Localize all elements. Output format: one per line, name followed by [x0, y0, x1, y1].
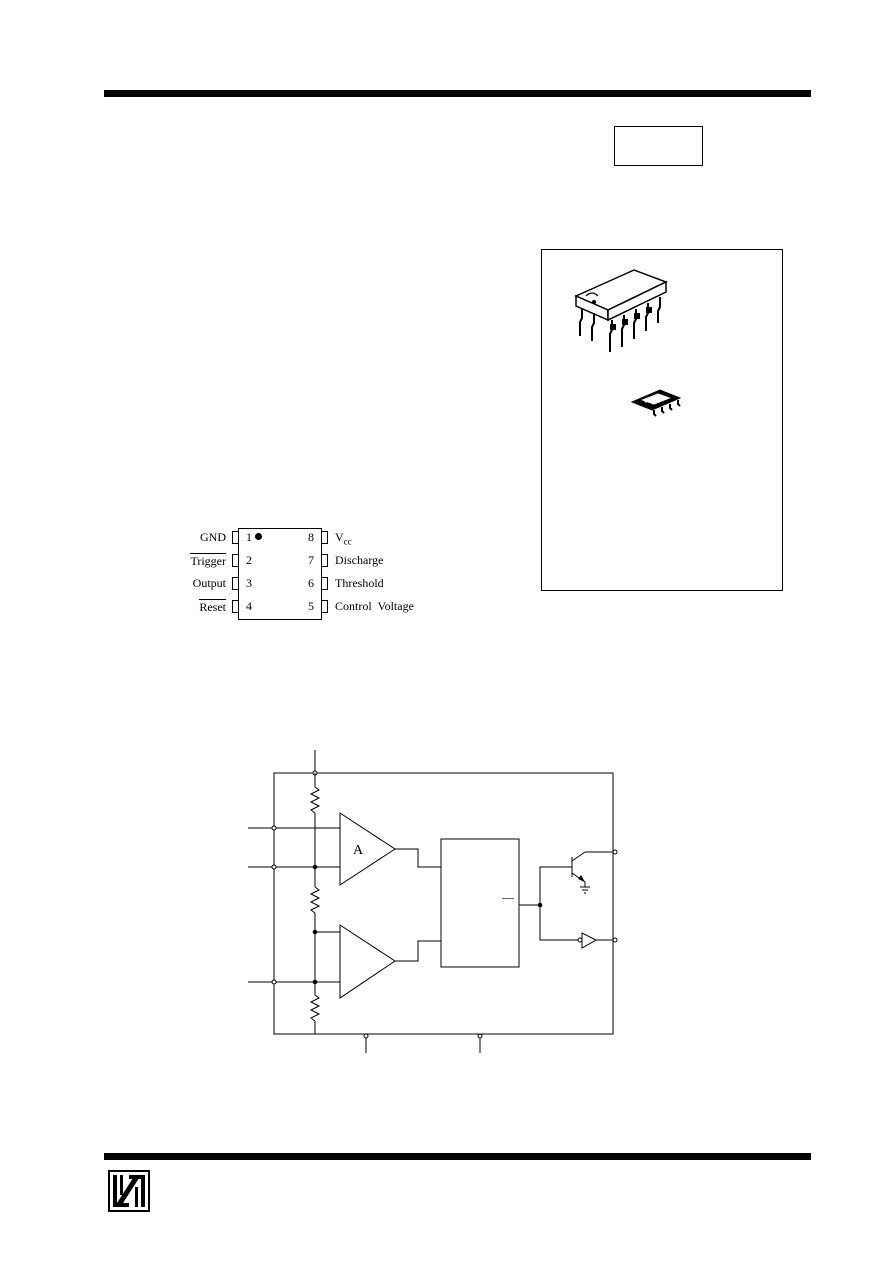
ic-body [238, 528, 322, 620]
pin-pad-1 [232, 531, 239, 544]
pin-label-discharge: Discharge [335, 553, 384, 567]
dip8-package-icon [574, 269, 668, 352]
pin-label-reset: Reset [199, 599, 226, 614]
discharge-emitter-arrow [578, 875, 585, 882]
pin-label-control-voltage: Control Voltage [335, 599, 414, 613]
pin-label-trigger: Trigger [190, 553, 226, 568]
pin-row-2: Trigger 2 [160, 553, 270, 569]
pin-number-3: 3 [246, 576, 252, 590]
soic8-package-icon [630, 389, 682, 417]
part-number-box [614, 126, 703, 166]
pin-number-8: 8 [308, 530, 314, 544]
comparator-b [339, 924, 396, 999]
pin-row-8: 8 Vcc [308, 530, 448, 546]
header-rule [104, 90, 811, 97]
pin-pad-2 [232, 554, 239, 567]
pin-label-gnd: GND [200, 530, 226, 544]
package-panel [541, 249, 783, 591]
resistor-top [309, 786, 321, 814]
pin-pad-7 [321, 554, 328, 567]
resistor-mid [309, 886, 321, 914]
pin-row-5: 5 Control Voltage [308, 599, 448, 615]
comparator-a [339, 812, 396, 886]
pin-row-3: Output 3 [160, 576, 270, 592]
pin-pad-4 [232, 600, 239, 613]
pin-number-5: 5 [308, 599, 314, 613]
pin-pad-8 [321, 531, 328, 544]
pin-row-4: Reset 4 [160, 599, 270, 615]
pin-number-6: 6 [308, 576, 314, 590]
pin-label-vcc-sub: cc [343, 536, 352, 547]
pin-label-output: Output [192, 576, 226, 590]
block-diagram: A — [248, 750, 618, 1053]
pin-row-6: 6 Threshold [308, 576, 448, 592]
footer-rule [104, 1153, 811, 1160]
pin-number-7: 7 [308, 553, 314, 567]
pin-label-threshold: Threshold [335, 576, 384, 590]
resistor-bottom [309, 994, 321, 1022]
pin-pad-3 [232, 577, 239, 590]
pin-row-1: GND 1 [160, 530, 270, 546]
pin-pad-6 [321, 577, 328, 590]
pin-label-vcc: Vcc [335, 530, 352, 548]
pin-pad-5 [321, 600, 328, 613]
flip-flop [440, 838, 520, 968]
comparator-a-label: A [353, 843, 364, 858]
chip-boundary [273, 772, 614, 1035]
pin-label-vcc-main: V [335, 530, 344, 544]
pinout-diagram: GND 1 Trigger 2 Output 3 Reset 4 8 Vcc [160, 520, 450, 630]
flipflop-qbar-label: — [501, 890, 515, 904]
company-logo-icon [108, 1170, 150, 1212]
pin-row-7: 7 Discharge [308, 553, 448, 569]
pin1-marker-icon [255, 533, 262, 540]
pin-number-2: 2 [246, 553, 252, 567]
pin-number-4: 4 [246, 599, 252, 613]
output-buffer [581, 932, 598, 949]
pin-number-1: 1 [246, 530, 252, 544]
